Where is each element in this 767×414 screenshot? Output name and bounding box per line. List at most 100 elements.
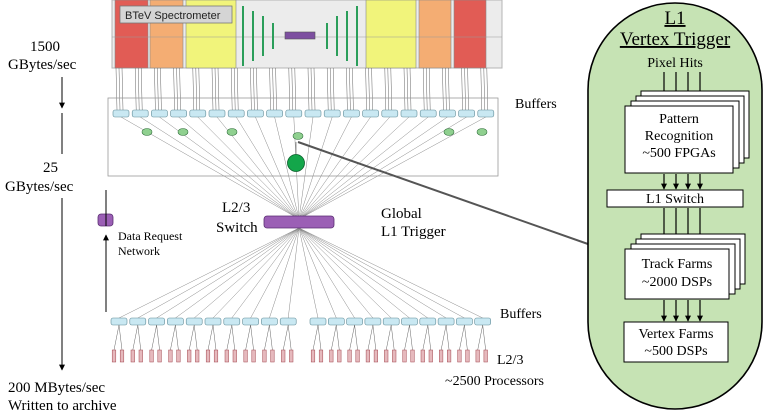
readout-link xyxy=(121,67,124,111)
processor-link xyxy=(264,324,270,351)
processors-label-count: ~2500 Processors xyxy=(445,374,544,389)
data-request-label-line2: Network xyxy=(118,244,160,258)
detector-plane-orange xyxy=(418,0,452,69)
readout-link xyxy=(275,67,277,111)
processor-node xyxy=(384,349,389,363)
pattern-recognition-box xyxy=(624,105,734,174)
switch-link xyxy=(175,227,300,319)
track-farms-label: Track Farms xyxy=(642,257,713,272)
processor-link xyxy=(336,324,340,351)
l2-3-processor-row xyxy=(111,324,488,363)
readout-link xyxy=(406,67,409,111)
rate-bottom-note: Written to archive xyxy=(8,398,117,414)
readout-link xyxy=(211,67,214,111)
interaction-region xyxy=(284,31,316,40)
switch-link xyxy=(298,116,429,220)
rate-mid-value: 25 xyxy=(43,160,58,176)
switch-link xyxy=(250,227,300,319)
processor-node xyxy=(465,349,470,363)
processor-node xyxy=(205,349,211,363)
switch-label-l23: L2/3 xyxy=(222,200,250,216)
processor-node xyxy=(187,349,192,363)
processor-link xyxy=(349,324,355,351)
switch-link xyxy=(298,227,392,319)
l1-panel-subtitle: Vertex Trigger xyxy=(620,29,731,50)
readout-link xyxy=(140,67,143,111)
buffer-node xyxy=(170,109,187,118)
buffer-node xyxy=(323,109,341,118)
switch-link xyxy=(118,227,300,319)
readout-link xyxy=(384,67,387,111)
global-trigger-label-global: Global xyxy=(381,206,422,222)
buffer-node xyxy=(401,317,418,326)
global-trigger-label-l1: L1 Trigger xyxy=(381,224,446,240)
buffer-node xyxy=(456,317,473,326)
processor-node xyxy=(310,349,316,363)
processor-link xyxy=(151,324,157,351)
zoom-connector-line xyxy=(297,141,606,251)
readout-link xyxy=(291,67,294,111)
switch-link xyxy=(235,116,300,220)
readout-link xyxy=(464,67,466,111)
processor-node xyxy=(439,349,444,363)
processor-node xyxy=(119,349,125,363)
processor-link xyxy=(482,324,486,351)
readout-link xyxy=(233,67,236,111)
readout-link xyxy=(403,67,406,111)
buffer-node xyxy=(261,317,278,326)
readout-link xyxy=(349,67,351,111)
readout-link xyxy=(332,67,335,111)
processor-node xyxy=(428,349,433,363)
readout-link xyxy=(137,67,140,111)
processor-link xyxy=(464,324,468,351)
buffer-node xyxy=(279,317,297,326)
readout-link xyxy=(214,67,217,111)
pattern-label-line2: Recognition xyxy=(645,129,713,144)
readout-link xyxy=(346,67,348,111)
processor-link xyxy=(331,324,337,351)
switch-link xyxy=(298,227,465,319)
switch-label-switch: Switch xyxy=(216,220,258,236)
l1-switch-box xyxy=(606,189,744,208)
detector-title: BTeV Spectrometer xyxy=(125,10,221,22)
vertex-farms-count: ~500 DSPs xyxy=(644,344,707,359)
processor-link xyxy=(367,324,374,351)
switch-link xyxy=(298,116,352,220)
readout-link xyxy=(461,67,463,111)
readout-link xyxy=(428,67,431,111)
readout-link xyxy=(217,67,220,111)
buffer-node xyxy=(208,109,226,118)
readout-link xyxy=(118,67,121,111)
switch-link xyxy=(269,227,300,319)
processor-node xyxy=(402,349,407,363)
buffer-node xyxy=(343,109,360,118)
switch-link xyxy=(140,116,300,220)
processor-node xyxy=(281,349,286,363)
readout-link xyxy=(387,67,390,111)
processor-node xyxy=(224,349,229,363)
processor-link xyxy=(132,324,139,351)
buffer-node xyxy=(346,317,363,326)
readout-link xyxy=(160,67,162,111)
detector-readout-links xyxy=(115,67,489,111)
readout-link xyxy=(442,67,444,111)
switch-link xyxy=(156,227,300,319)
l2-3-switch xyxy=(263,215,335,229)
buffer-node xyxy=(247,109,264,118)
readout-link xyxy=(448,67,450,111)
rate-mid-unit: GBytes/sec xyxy=(5,179,74,195)
processor-link xyxy=(245,324,251,351)
readout-link xyxy=(467,67,469,111)
readout-link xyxy=(269,67,271,111)
readout-link xyxy=(483,67,486,111)
processor-link xyxy=(188,324,195,351)
switch-link xyxy=(231,227,300,319)
processors-label-l23: L2/3 xyxy=(497,353,523,368)
switch-link xyxy=(197,116,300,220)
readout-link xyxy=(390,67,393,111)
buffer-node xyxy=(227,109,245,118)
l1-node xyxy=(141,128,153,136)
vertex-farms-label: Vertex Farms xyxy=(638,327,713,342)
buffer-node xyxy=(474,317,492,326)
